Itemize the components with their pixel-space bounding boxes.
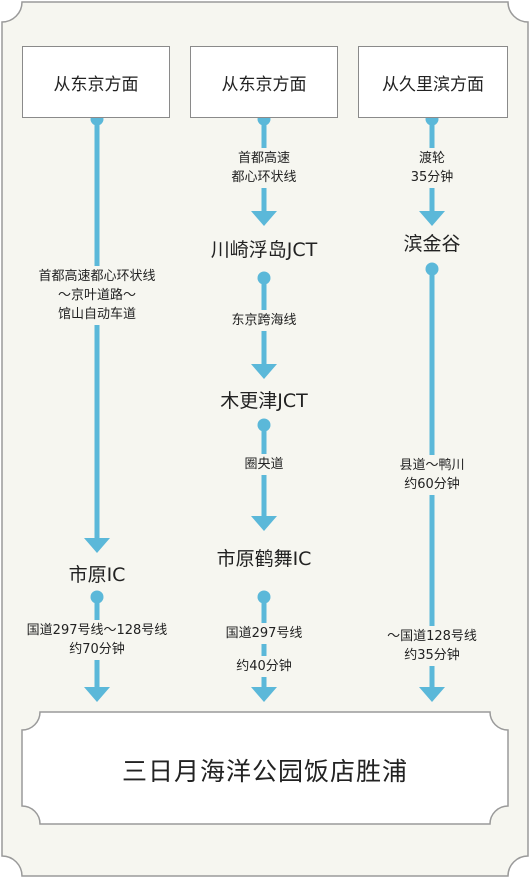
origin-box-2: 从东京方面	[190, 46, 338, 118]
col3-seg2-arrowhead	[419, 687, 445, 702]
col1-final-label: 国道297号线～128号线 约70分钟	[24, 620, 170, 660]
node-ichihara-tsurumai-ic: 市原鹤舞IC	[213, 544, 315, 571]
node-hama-kanaya: 滨金谷	[400, 229, 464, 256]
origin-label-2: 从东京方面	[221, 74, 307, 95]
col2-final-label2: 约40分钟	[234, 656, 294, 677]
col2-final-label1: 国道297号线	[223, 623, 305, 644]
origin-label-1: 从东京方面	[53, 74, 139, 95]
destination-frame	[21, 711, 509, 825]
origin-label-3: 从久里滨方面	[382, 74, 484, 95]
destination-title: 三日月海洋公园饭店胜浦	[121, 757, 408, 786]
col2-route3-label: 圈央道	[242, 454, 286, 475]
col3-route1-label: 渡轮 35分钟	[408, 148, 456, 188]
col1-seg2-arrowhead	[84, 687, 110, 702]
node-ichihara-ic: 市原IC	[65, 560, 129, 587]
col2-seg2-arrowhead	[251, 364, 277, 379]
col2-seg1-arrowhead	[251, 211, 277, 226]
col2-seg4-arrowhead	[251, 687, 277, 702]
col2-route1-label: 首都高速 都心环状线	[229, 148, 299, 188]
node-kisarazu-jct: 木更津JCT	[217, 386, 311, 413]
col3-final-label: ～国道128号线 约35分钟	[385, 626, 479, 666]
origin-box-1: 从东京方面	[22, 46, 170, 118]
col1-seg1-arrowhead	[84, 538, 110, 553]
origin-box-3: 从久里滨方面	[358, 46, 508, 118]
node-kawasaki-ukishima-jct: 川崎浮岛JCT	[207, 235, 321, 262]
col1-route-label: 首都高速都心环状线 ～京叶道路～ 馆山自动车道	[36, 266, 158, 325]
col2-route2-label: 东京跨海线	[229, 310, 299, 331]
col3-route2-label: 县道～鸭川 约60分钟	[397, 455, 467, 495]
col2-seg3-arrowhead	[251, 516, 277, 531]
col3-seg1-arrowhead	[419, 211, 445, 226]
